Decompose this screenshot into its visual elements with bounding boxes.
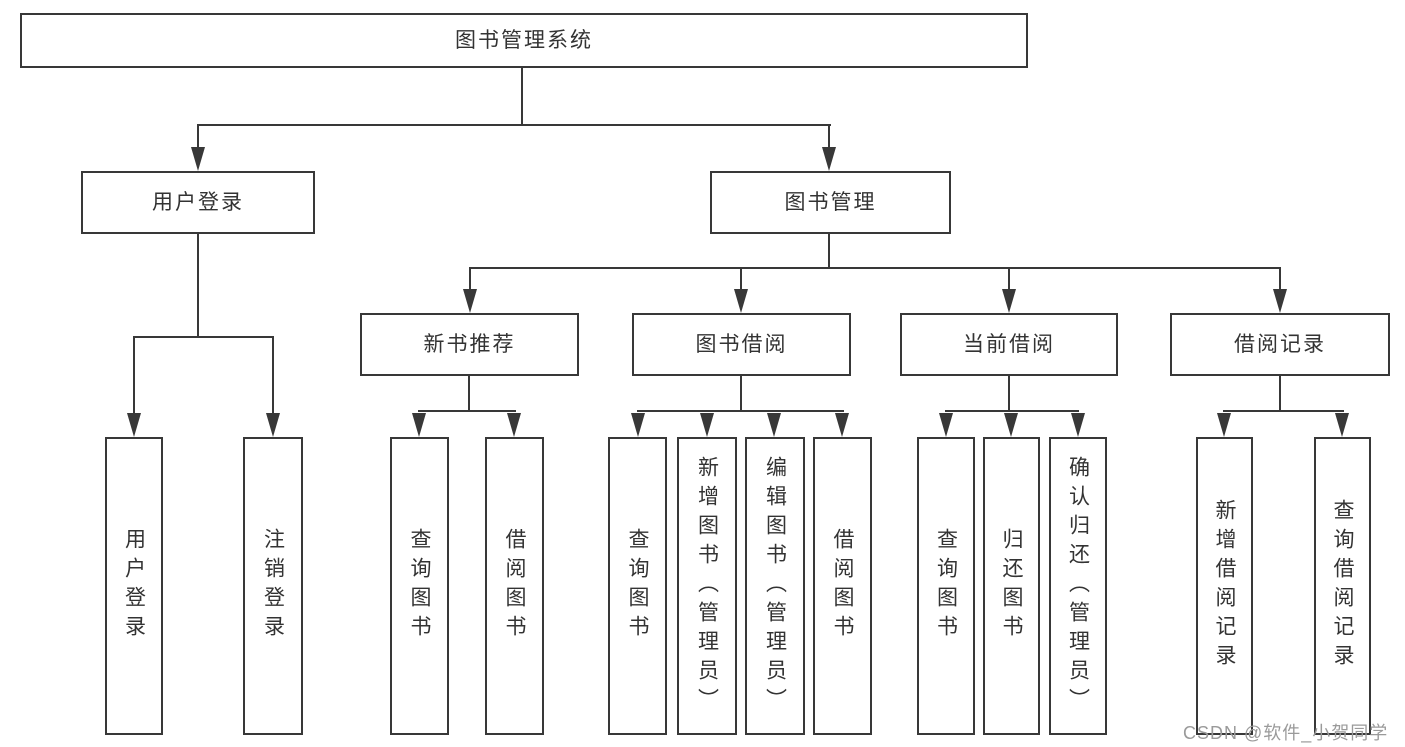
- connector-line: [1279, 376, 1281, 412]
- node-leaf-user-login: 用户登录: [105, 437, 163, 735]
- connector-line: [637, 410, 844, 412]
- node-current-borrowing: 当前借阅: [900, 313, 1118, 376]
- node-leaf-query-book-3: 查询图书: [917, 437, 975, 735]
- node-book-borrowing: 图书借阅: [632, 313, 851, 376]
- node-leaf-add-book: 新增图书（管理员）: [677, 437, 737, 735]
- connector-line: [418, 410, 516, 412]
- connector-line: [740, 269, 742, 290]
- node-leaf-return-book: 归还图书: [983, 437, 1040, 735]
- arrow-down-icon: [1335, 413, 1349, 437]
- arrow-down-icon: [767, 413, 781, 437]
- connector-line: [1279, 269, 1281, 290]
- connector-line: [1223, 410, 1344, 412]
- connector-line: [197, 234, 199, 337]
- node-leaf-query-book-2: 查询图书: [608, 437, 667, 735]
- connector-line: [272, 338, 274, 414]
- node-leaf-query-record: 查询借阅记录: [1314, 437, 1371, 735]
- connector-line: [469, 269, 471, 290]
- node-leaf-edit-book: 编辑图书（管理员）: [745, 437, 805, 735]
- arrow-down-icon: [835, 413, 849, 437]
- connector-line: [1008, 269, 1010, 290]
- connector-line: [469, 267, 1281, 269]
- csdn-watermark: CSDN @软件_小贺同学: [1183, 723, 1389, 743]
- arrow-down-icon: [700, 413, 714, 437]
- arrow-down-icon: [1004, 413, 1018, 437]
- arrow-down-icon: [734, 289, 748, 313]
- connector-line: [468, 376, 470, 412]
- arrow-down-icon: [191, 147, 205, 171]
- connector-line: [945, 410, 1079, 412]
- arrow-down-icon: [1002, 289, 1016, 313]
- node-borrowing-records: 借阅记录: [1170, 313, 1390, 376]
- connector-line: [828, 234, 830, 268]
- arrow-down-icon: [1071, 413, 1085, 437]
- node-leaf-confirm-return: 确认归还（管理员）: [1049, 437, 1107, 735]
- node-root: 图书管理系统: [20, 13, 1028, 68]
- arrow-down-icon: [463, 289, 477, 313]
- arrow-down-icon: [507, 413, 521, 437]
- arrow-down-icon: [1273, 289, 1287, 313]
- arrow-down-icon: [631, 413, 645, 437]
- connector-line: [197, 126, 199, 149]
- node-book-management: 图书管理: [710, 171, 951, 234]
- connector-line: [1008, 376, 1010, 412]
- arrow-down-icon: [412, 413, 426, 437]
- node-leaf-borrow-book-2: 借阅图书: [813, 437, 872, 735]
- connector-line: [828, 126, 830, 149]
- arrow-down-icon: [127, 413, 141, 437]
- connector-line: [740, 376, 742, 412]
- node-leaf-add-record: 新增借阅记录: [1196, 437, 1253, 735]
- arrow-down-icon: [1217, 413, 1231, 437]
- connector-line: [197, 124, 831, 126]
- connector-line: [133, 336, 274, 338]
- node-new-book-recommend: 新书推荐: [360, 313, 579, 376]
- node-leaf-logout: 注销登录: [243, 437, 303, 735]
- arrow-down-icon: [266, 413, 280, 437]
- node-leaf-borrow-book-1: 借阅图书: [485, 437, 544, 735]
- connector-line: [521, 68, 523, 126]
- node-user-login: 用户登录: [81, 171, 315, 234]
- arrow-down-icon: [939, 413, 953, 437]
- arrow-down-icon: [822, 147, 836, 171]
- node-leaf-query-book-1: 查询图书: [390, 437, 449, 735]
- connector-line: [133, 338, 135, 414]
